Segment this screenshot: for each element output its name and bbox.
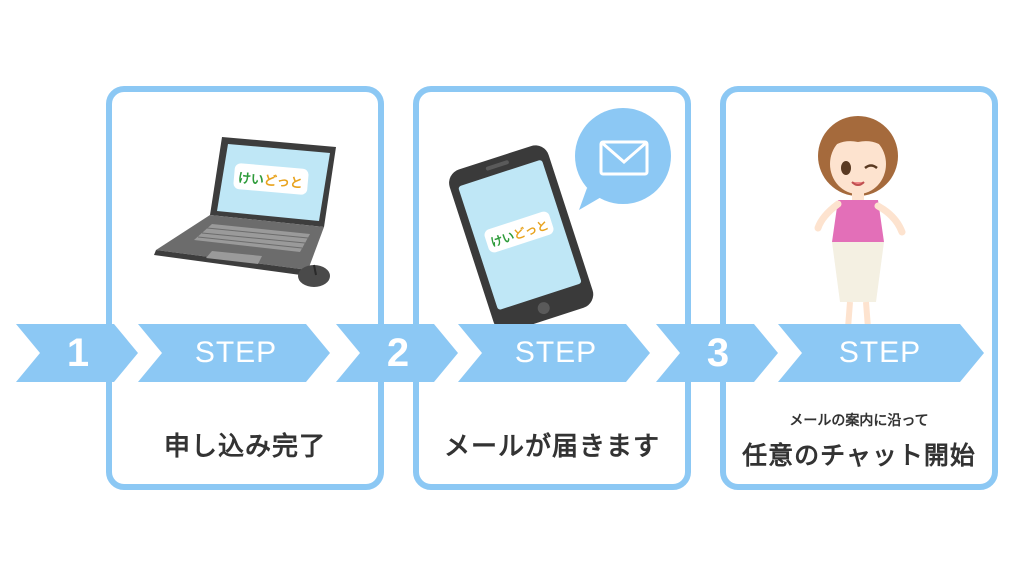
mail-bubble-icon (575, 108, 671, 210)
site-logo-icon: けい どっと (233, 163, 309, 195)
arrow-step-1 (138, 324, 330, 382)
step-caption: 申し込み完了 (163, 432, 326, 462)
step-caption-sub: メールの案内に沿って (789, 413, 929, 429)
step-arrow-band: 1 STEP 2 STEP 3 STEP (0, 318, 1024, 388)
step-label-2: STEP (514, 336, 598, 369)
arrow-number-3 (656, 324, 778, 382)
svg-text:けい: けい (237, 171, 264, 188)
arrow-number-2 (336, 324, 458, 382)
step-number-1: 1 (66, 331, 90, 375)
step-number-3: 3 (706, 331, 730, 375)
step-caption: メールが届きます (443, 432, 660, 462)
arrow-number-1 (16, 324, 138, 382)
step-card-2: けい どっと メールが届きます (413, 86, 691, 490)
mouse-icon (298, 264, 330, 287)
arrow-step-3 (778, 324, 984, 382)
step-card-3: メールの案内に沿って 任意のチャット開始 (720, 86, 998, 490)
step-caption: 任意のチャット開始 (742, 441, 976, 470)
step-label-3: STEP (838, 336, 922, 369)
laptop-icon: けい どっと (154, 137, 336, 287)
character-illustration (814, 116, 906, 333)
smartphone-icon: けい どっと (449, 108, 671, 332)
arrow-step-2 (458, 324, 650, 382)
step-number-2: 2 (386, 331, 410, 375)
step-card-1: けい どっと 申し込み完了 (106, 86, 384, 490)
step-label-1: STEP (194, 336, 278, 369)
svg-text:どっと: どっと (263, 173, 303, 191)
